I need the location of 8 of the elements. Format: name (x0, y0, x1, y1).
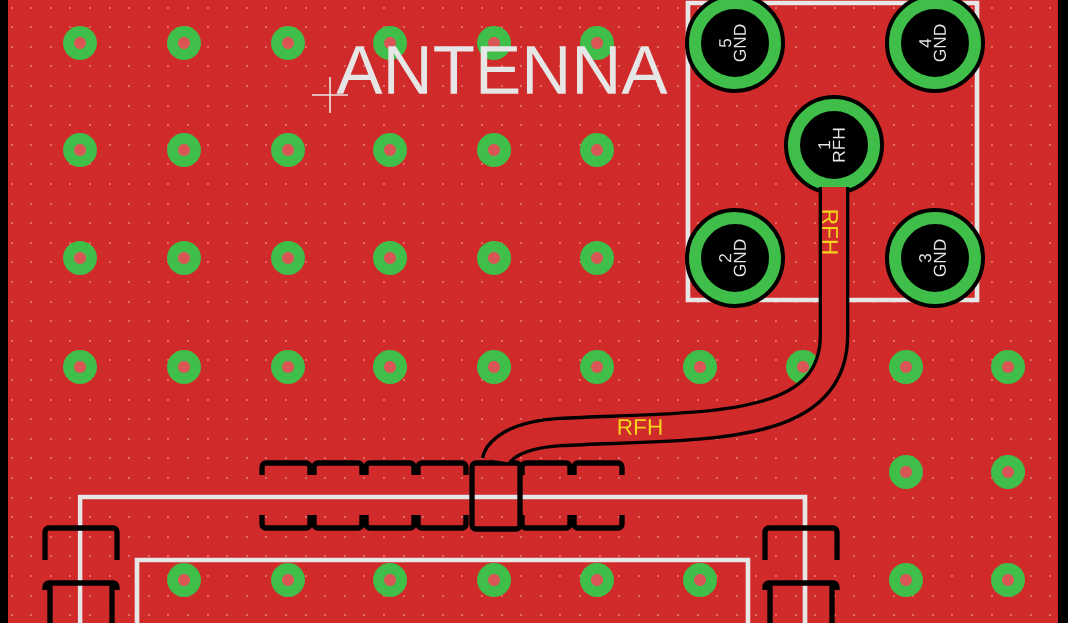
connector-pad: 1 RFH (784, 95, 884, 195)
smd-pad (469, 460, 523, 532)
silkscreen-text: ANTENNA (336, 46, 668, 94)
trace-label: RFH (822, 210, 838, 254)
connector-pad: 4 GND (885, 0, 985, 93)
connector-pad: 3 GND (885, 208, 985, 308)
connector-pad: 2 GND (685, 208, 785, 308)
connector-pad: 5 GND (685, 0, 785, 93)
